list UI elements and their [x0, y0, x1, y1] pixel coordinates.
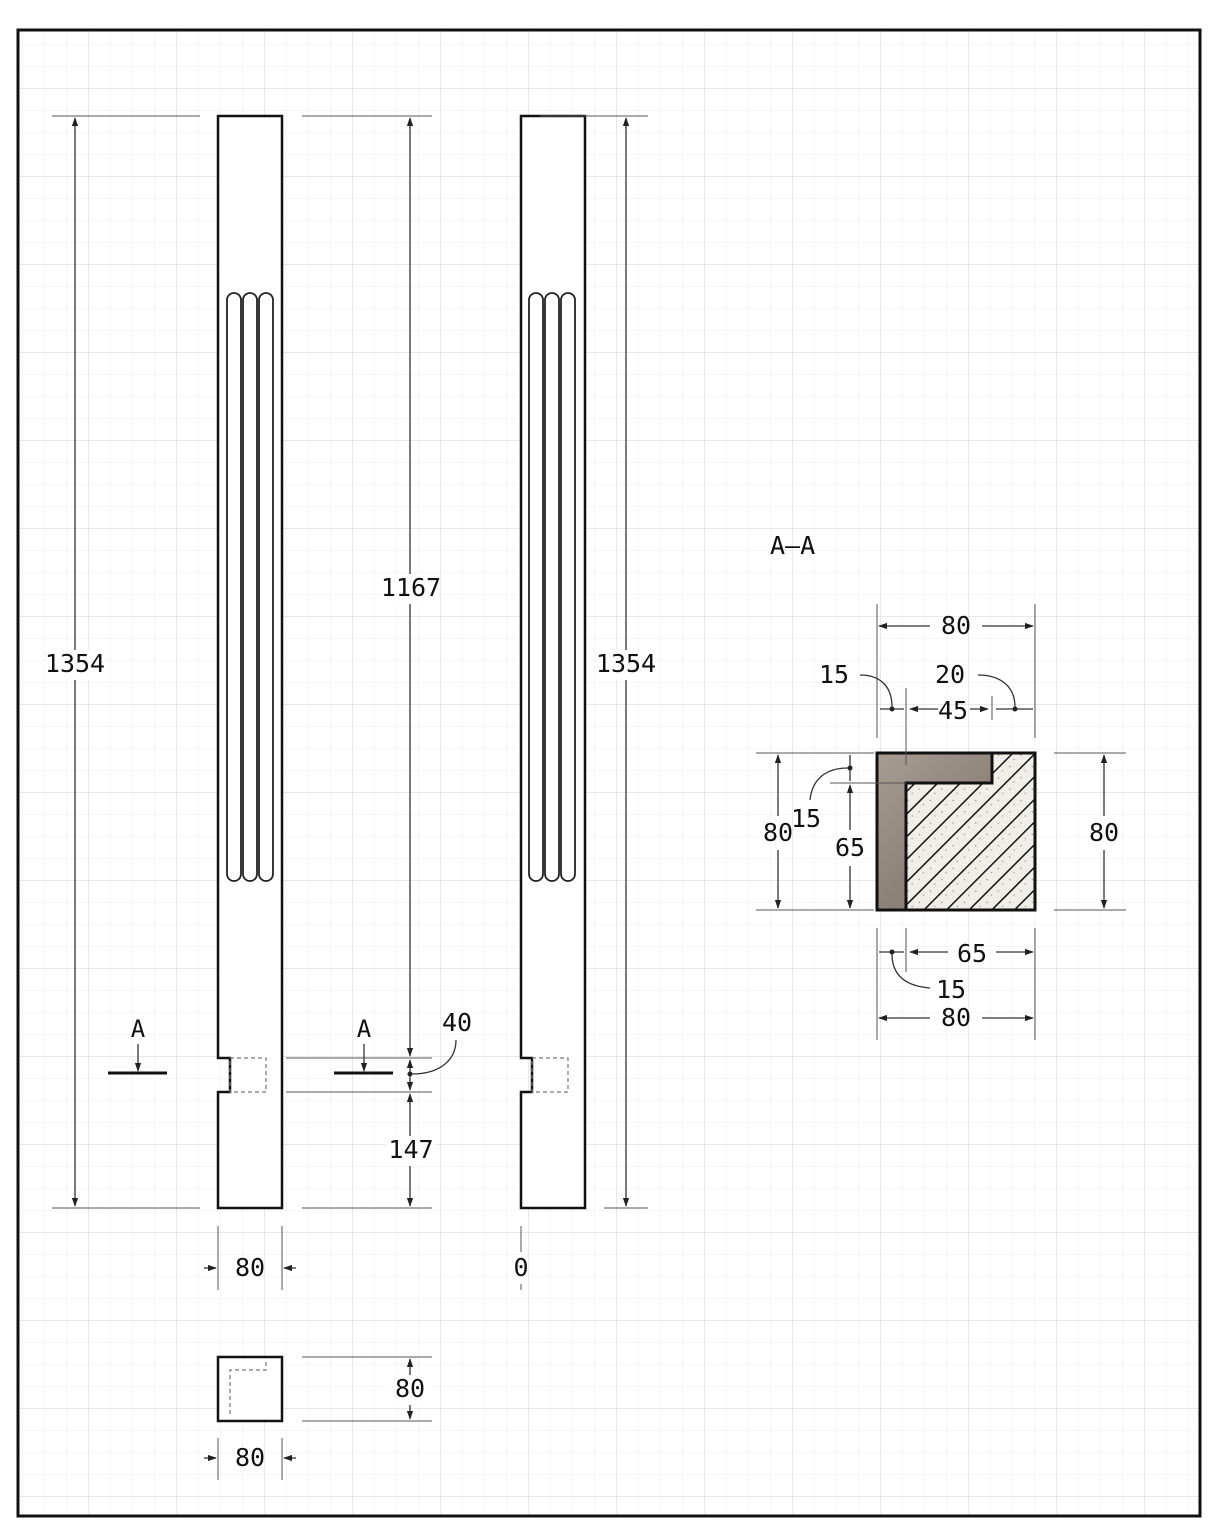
- front-groove-2: [242, 292, 258, 882]
- front-notch-label: 40: [442, 1008, 472, 1037]
- front-groove-1: [226, 292, 242, 882]
- front-width-label: 80: [235, 1253, 265, 1282]
- plan-hidden-edge: [229, 1360, 267, 1414]
- front-total-height-label: 1354: [45, 649, 105, 678]
- dim-section-left-details: 15 65: [791, 755, 906, 909]
- side-groove-2: [544, 292, 560, 882]
- dim-plan-height: 80: [302, 1356, 432, 1422]
- side-width-label: 0: [513, 1253, 528, 1282]
- dim-side-total-height: 1354: [540, 115, 656, 1209]
- dim-section-bottom-width: 80: [878, 1003, 1034, 1032]
- plan-height-label: 80: [395, 1374, 425, 1403]
- section-inner-bottom-label: 65: [957, 939, 987, 968]
- dim-section-top-width: 80: [876, 604, 1036, 738]
- front-view: [216, 114, 284, 1210]
- side-total-height-label: 1354: [596, 649, 656, 678]
- side-post-outline: [519, 114, 587, 1210]
- dim-side-width: 0: [513, 1226, 529, 1290]
- side-view: [519, 114, 587, 1210]
- dim-front-width: 80: [204, 1226, 296, 1290]
- front-lower-height-label: 147: [388, 1135, 433, 1164]
- dim-section-bottom-details: 15 65: [876, 928, 1036, 1040]
- dim-front-upper-height: 1167: [286, 115, 441, 1059]
- front-hidden-notch: [229, 1057, 267, 1093]
- section-outline: [875, 751, 1037, 912]
- plan-outline: [216, 1355, 284, 1423]
- front-upper-height-label: 1167: [381, 573, 441, 602]
- section-view: [875, 751, 1037, 912]
- section-mark-left-label: A: [131, 1015, 146, 1043]
- section-inner-top-label: 45: [938, 696, 968, 725]
- drawing-border: [16, 28, 1202, 1518]
- plan-width-label: 80: [235, 1443, 265, 1472]
- section-top-offset-label: 15: [791, 804, 821, 833]
- section-inner-height-label: 65: [835, 833, 865, 862]
- section-top-width-label: 80: [941, 611, 971, 640]
- section-bottom-offset-label: 15: [936, 975, 966, 1004]
- section-right-height-label: 80: [1089, 818, 1119, 847]
- dim-section-left-height: 80: [756, 752, 874, 911]
- dim-front-total-height: 1354: [45, 115, 200, 1209]
- plan-view: [216, 1355, 284, 1423]
- section-right-offset-label: 20: [935, 660, 965, 689]
- side-groove-3: [560, 292, 576, 882]
- dim-front-lower-height: 147: [302, 1093, 436, 1209]
- front-groove-3: [258, 292, 274, 882]
- front-post-outline: [216, 114, 284, 1210]
- section-left-offset-label: 15: [819, 660, 849, 689]
- dim-front-notch: 40: [286, 1008, 472, 1093]
- side-hidden-notch: [531, 1057, 569, 1093]
- dim-plan-width: 80: [204, 1438, 296, 1480]
- section-mark-middle: A: [334, 1015, 393, 1075]
- side-groove-1: [528, 292, 544, 882]
- dim-section-right-height: 80: [1054, 752, 1126, 911]
- section-left-height-label: 80: [763, 818, 793, 847]
- section-mark-middle-label: A: [357, 1015, 372, 1043]
- section-bottom-width-label: 80: [941, 1003, 971, 1032]
- section-mark-left: A: [108, 1015, 167, 1075]
- section-title: A–A: [770, 531, 815, 560]
- dim-section-top-details: 15 45 20: [819, 660, 1033, 765]
